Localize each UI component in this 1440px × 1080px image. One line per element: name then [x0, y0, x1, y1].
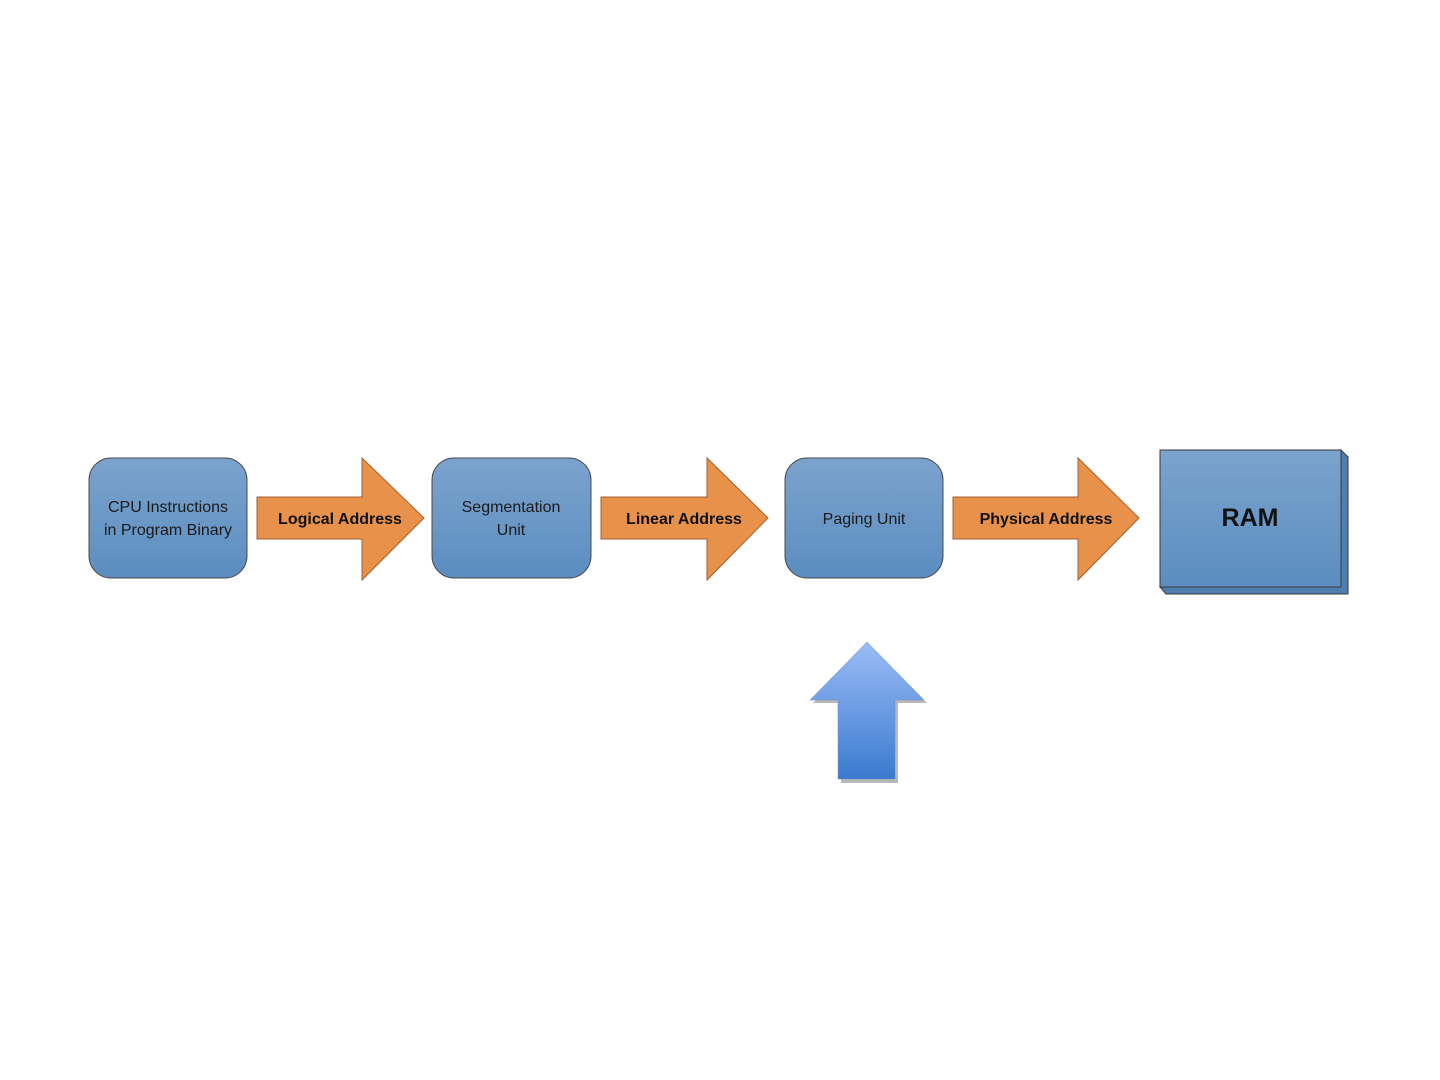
segmentation-label-line2: Unit: [497, 522, 526, 539]
logical-address-label: Logical Address: [278, 511, 402, 528]
paging-unit-box: Paging Unit: [784, 457, 944, 579]
logical-address-arrow: Logical Address: [256, 456, 425, 582]
linear-address-arrow: Linear Address: [600, 456, 769, 582]
up-arrow-icon: [809, 641, 927, 783]
ram-box: RAM: [1158, 448, 1349, 595]
cpu-instructions-box: CPU Instructions in Program Binary: [88, 457, 248, 579]
cpu-box-label-line2: in Program Binary: [104, 522, 232, 539]
physical-address-arrow: Physical Address: [952, 456, 1140, 582]
physical-address-label: Physical Address: [980, 511, 1113, 528]
ram-label: RAM: [1222, 504, 1279, 532]
paging-unit-label: Paging Unit: [823, 511, 906, 528]
segmentation-unit-box: Segmentation Unit: [431, 457, 592, 579]
cpu-box-label-line1: CPU Instructions: [108, 499, 228, 516]
segmentation-label-line1: Segmentation: [462, 499, 561, 516]
linear-address-label: Linear Address: [626, 511, 742, 528]
